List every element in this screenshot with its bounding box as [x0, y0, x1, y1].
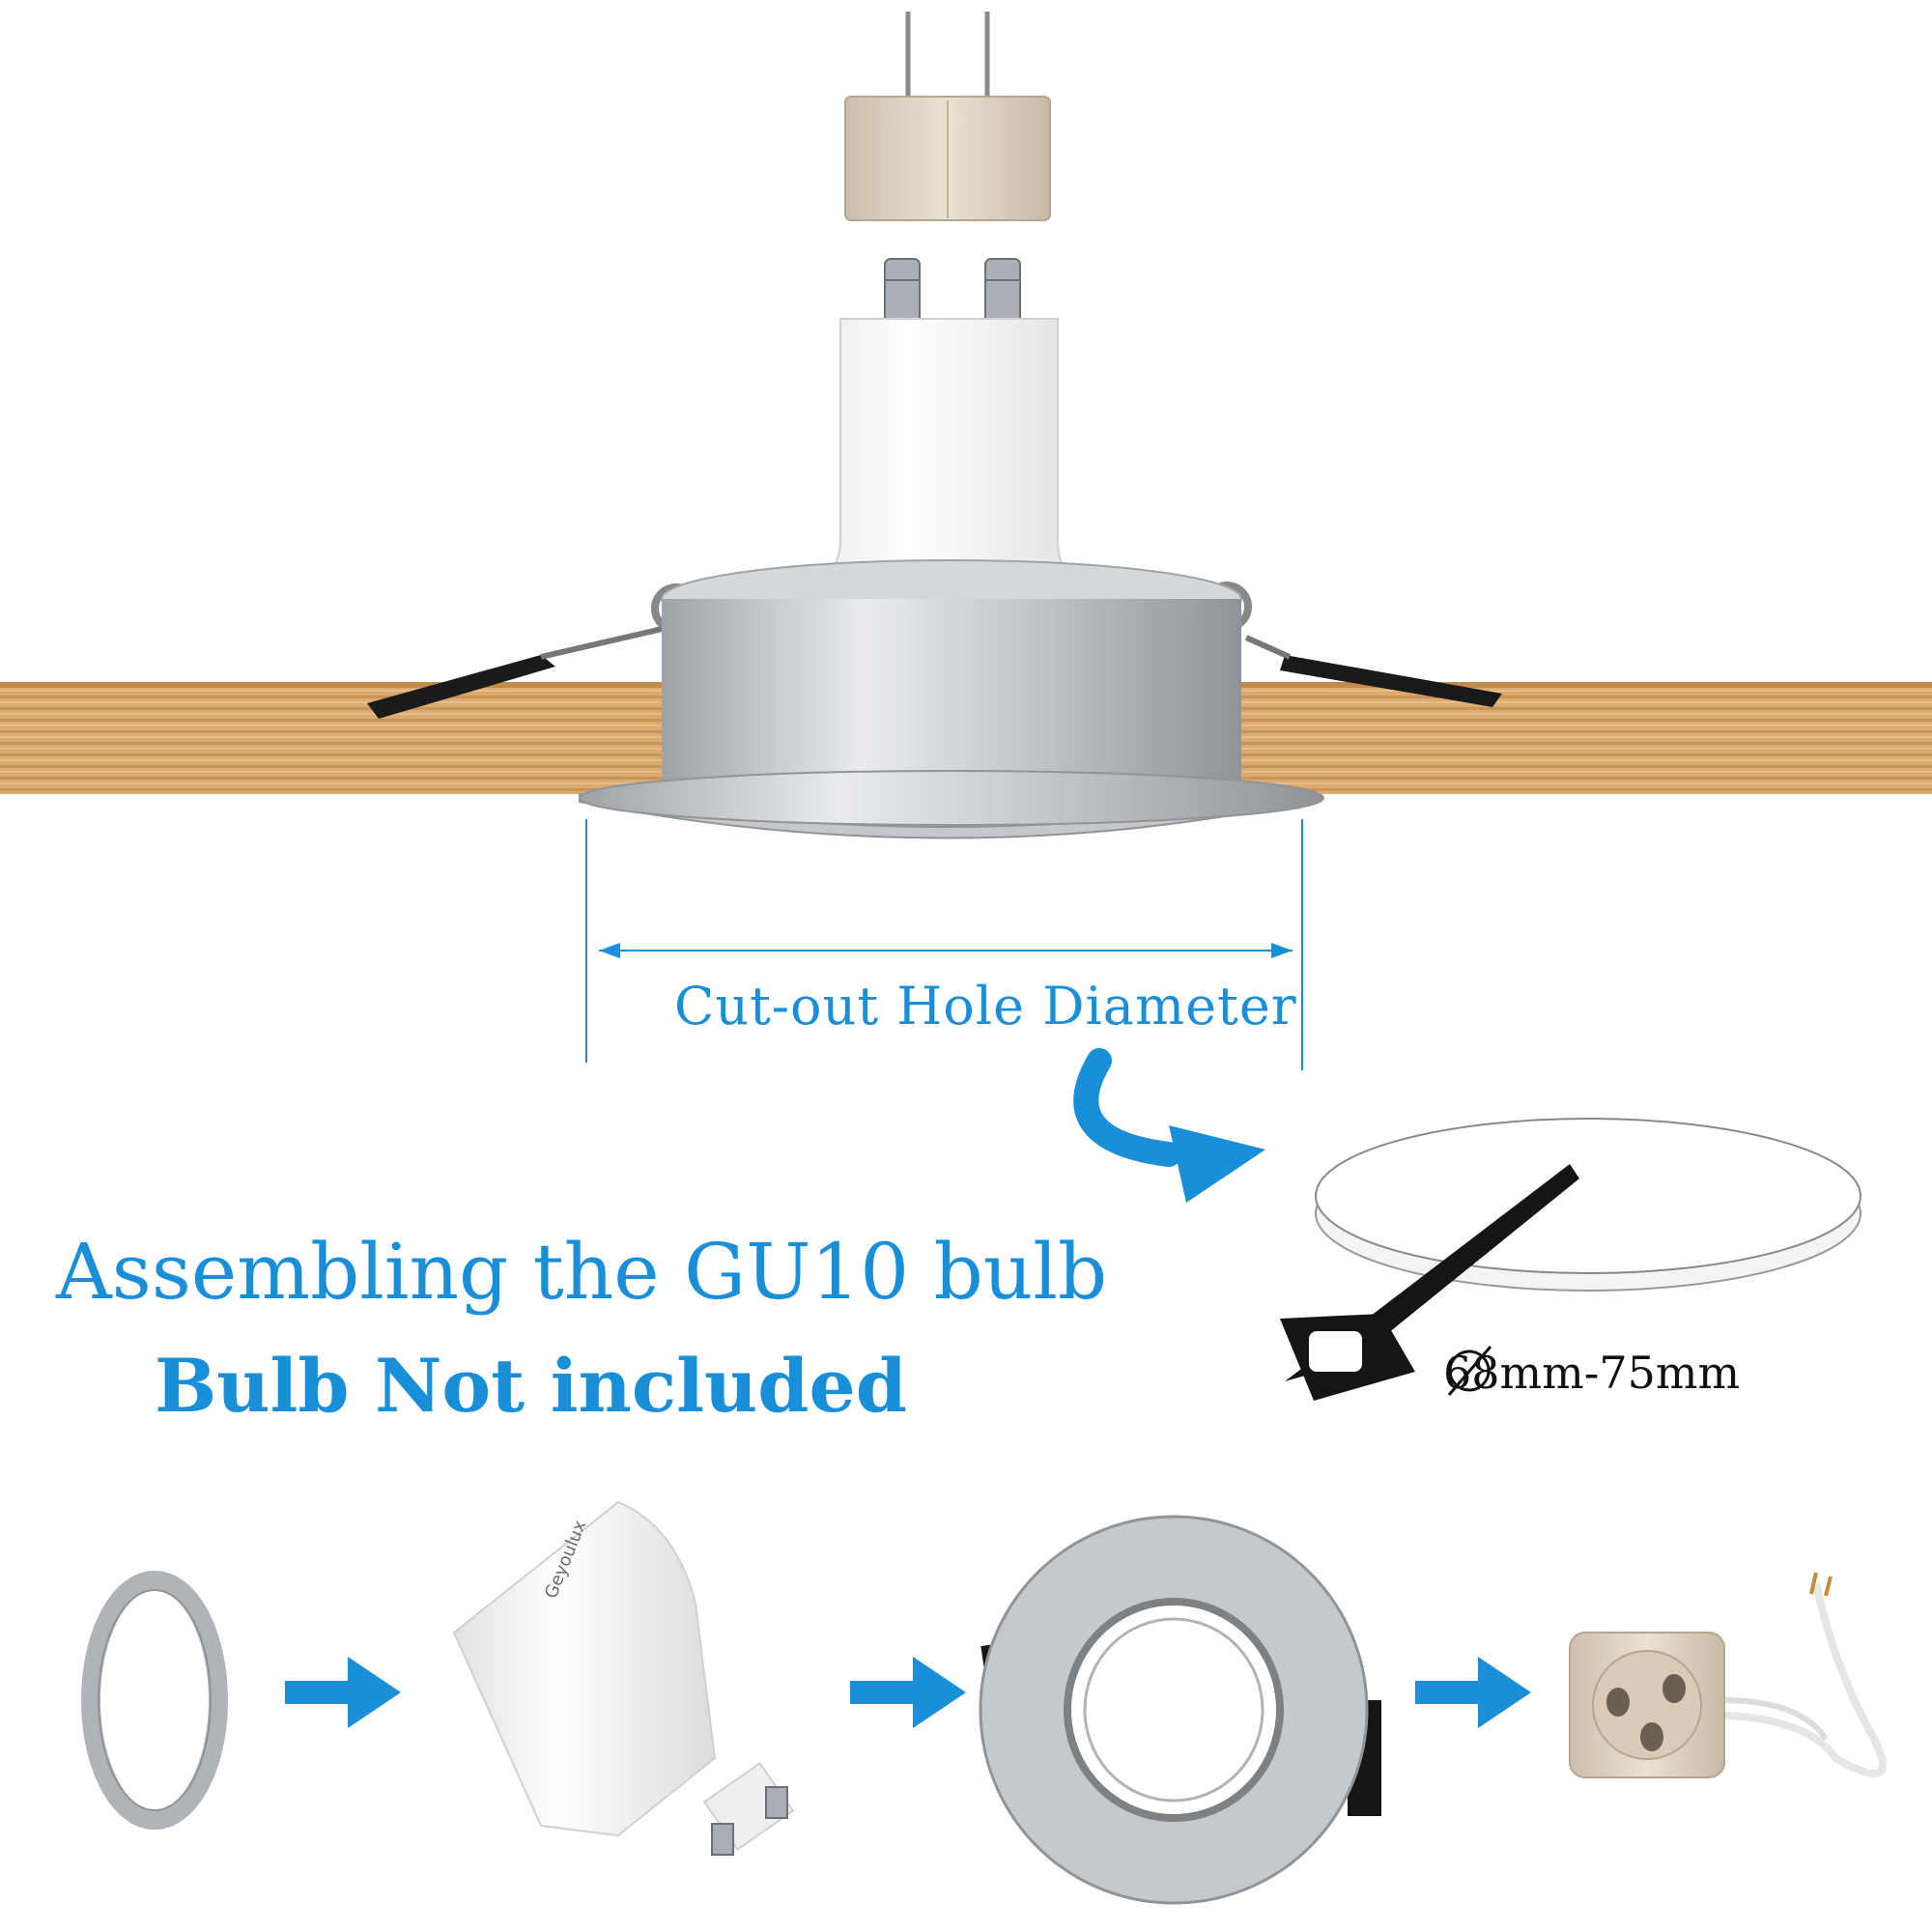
socket-top [844, 12, 1051, 221]
dimension-marker [585, 819, 1303, 1070]
diameter-symbol-icon [1447, 1346, 1492, 1396]
cutout-disc [1315, 1118, 1861, 1292]
curved-arrow-icon [1073, 1048, 1265, 1203]
arrow-right-icon [850, 1657, 966, 1728]
arrow-right-icon [1415, 1657, 1531, 1728]
page-subtitle: Bulb Not included [155, 1343, 907, 1429]
trim-ring [81, 1571, 228, 1830]
page-title: Assembling the GU10 bulb [56, 1227, 1108, 1317]
ceramic-socket [1569, 1572, 1887, 1778]
downlight-frame [979, 1515, 1381, 1905]
bulb-pins [884, 258, 1021, 329]
cutout-size-label: 68mm-75mm [1443, 1347, 1741, 1399]
saw-icon [1280, 1164, 1579, 1401]
dimension-label: Cut-out Hole Diameter [674, 976, 1297, 1037]
product-bulb [452, 1500, 795, 1856]
metal-housing [579, 559, 1324, 839]
arrow-right-icon [285, 1657, 401, 1728]
